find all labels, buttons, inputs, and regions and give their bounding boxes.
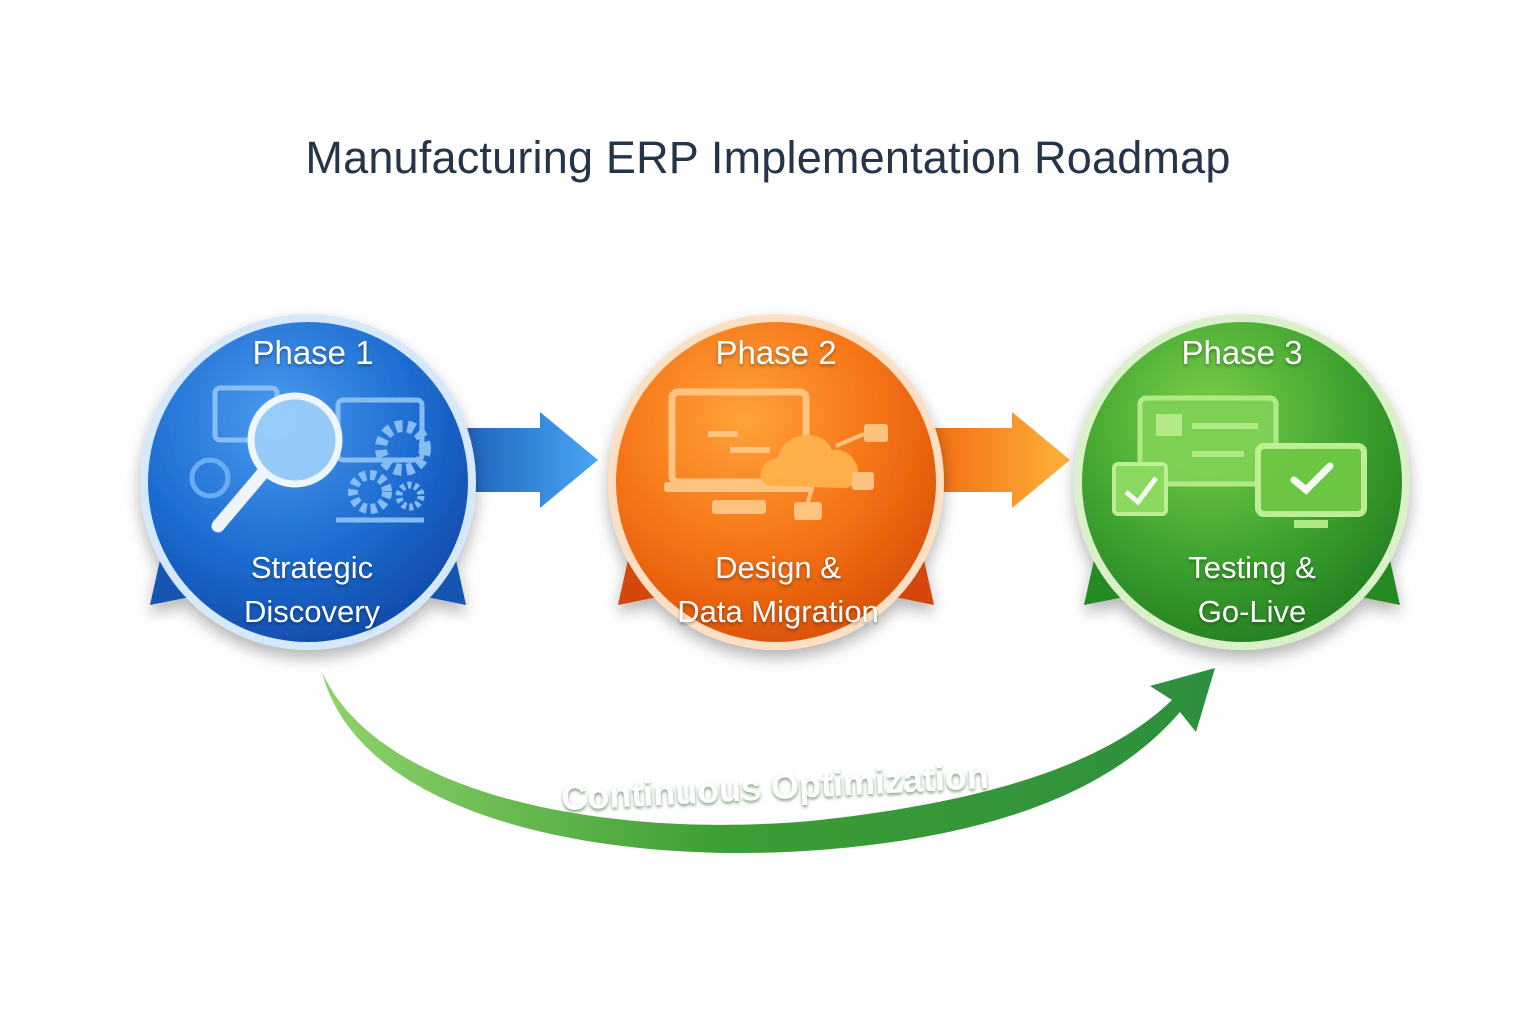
phase-2-name-line2: Data Migration xyxy=(677,594,879,629)
magnifier-gears-icon xyxy=(189,385,431,533)
phase-3-label: Phase 3 xyxy=(1181,334,1303,371)
phase-2-name: Design & Data Migration xyxy=(618,546,938,634)
arrow-phase2-to-phase3 xyxy=(925,412,1070,508)
page-title: Manufacturing ERP Implementation Roadmap xyxy=(305,132,1231,183)
arrow-phase1-to-phase2 xyxy=(455,412,598,508)
continuous-optimization-arrow xyxy=(322,668,1215,854)
phase-2-name-line1: Design & xyxy=(715,550,841,585)
monitor-cloud-icon xyxy=(664,388,888,520)
phase-3-name-line2: Go-Live xyxy=(1197,594,1307,629)
phase-2-label: Phase 2 xyxy=(715,334,837,371)
phase-1-name-line2: Discovery xyxy=(243,594,381,629)
phase-1-name-line1: Strategic xyxy=(250,550,374,585)
monitors-checkmark-icon xyxy=(1112,395,1367,528)
phase-1-label: Phase 1 xyxy=(252,334,374,371)
phase-3-name-line1: Testing & xyxy=(1188,550,1316,585)
phase-3-name: Testing & Go-Live xyxy=(1092,546,1412,634)
phase-1-name: Strategic Discovery xyxy=(152,546,472,634)
